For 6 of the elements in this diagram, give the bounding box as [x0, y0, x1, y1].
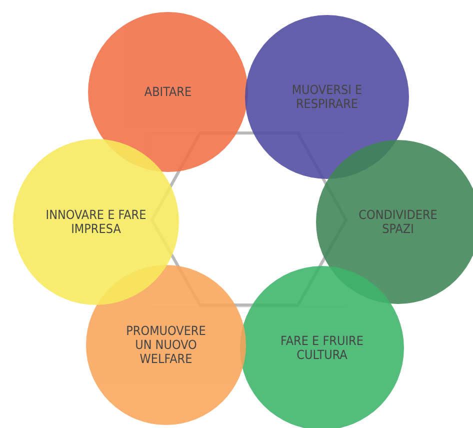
circle-label: FARE E FRUIRE CULTURA — [280, 334, 364, 362]
circle-label: INNOVARE E FARE IMPRESA — [44, 208, 148, 236]
circle-label: ABITARE — [144, 85, 192, 99]
circle-label: PROMUOVERE UN NUOVO WELFARE — [125, 324, 207, 366]
circle-label: MUOVERSI E RESPIRARE — [290, 83, 364, 111]
circle-label: CONDIVIDERE SPAZI — [358, 208, 438, 236]
